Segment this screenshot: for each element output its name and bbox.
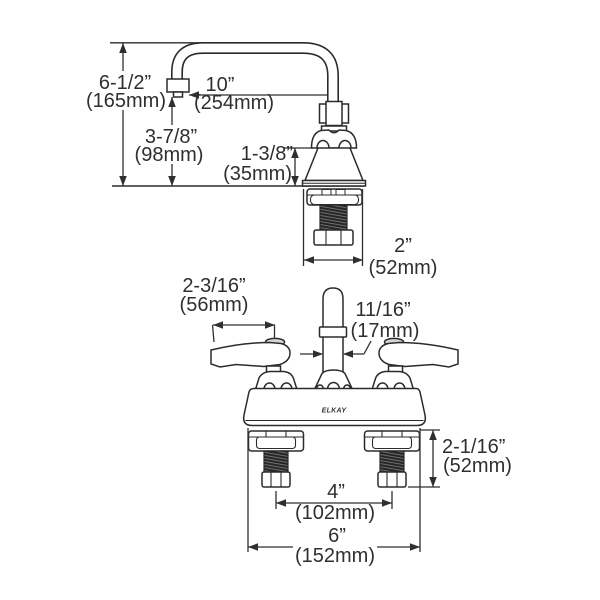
arrow-left bbox=[189, 91, 199, 99]
label-handle-reach-in: 2-3/16” bbox=[182, 275, 245, 297]
arrow-right bbox=[265, 321, 275, 329]
dim-base-width-line bbox=[247, 428, 421, 552]
arrow-up bbox=[429, 430, 437, 440]
deck-plate bbox=[301, 179, 367, 187]
escutcheon-flange-side bbox=[306, 188, 363, 206]
brand-logo: ELKAY bbox=[322, 408, 348, 415]
label-base-width-mm: (152mm) bbox=[295, 545, 375, 567]
arrow-down bbox=[168, 176, 176, 186]
hex-nut bbox=[377, 471, 407, 488]
spout-base-flare bbox=[313, 369, 354, 391]
label-body-width-mm: (52mm) bbox=[369, 257, 438, 279]
arrow-down bbox=[429, 477, 437, 487]
arrow-left bbox=[304, 256, 314, 264]
threaded-shank bbox=[263, 450, 289, 473]
side-view-dimensions bbox=[119, 43, 364, 266]
left-handle bbox=[210, 337, 299, 391]
spout-mounting-nut bbox=[318, 100, 350, 132]
threaded-shank bbox=[379, 450, 405, 473]
label-under-deck-mm: (52mm) bbox=[443, 455, 512, 477]
label-spout-reach-mm: (254mm) bbox=[194, 92, 274, 114]
arrow-left bbox=[276, 499, 286, 507]
hex-nut bbox=[261, 471, 291, 488]
label-spout-height-in: 6-1/2” bbox=[99, 72, 151, 94]
front-view-dimensions bbox=[211, 321, 440, 552]
label-body-exposed-mm: (35mm) bbox=[223, 163, 292, 185]
spout-column bbox=[318, 287, 348, 372]
faucet-base bbox=[242, 387, 427, 427]
arrow-right bbox=[353, 256, 363, 264]
front-view-labels: 2-3/16” (56mm) 11/16” (17mm) 2-1/16” (52… bbox=[180, 275, 512, 567]
bonnet-cap bbox=[310, 129, 358, 149]
arrow-down bbox=[291, 176, 299, 186]
label-shank-centers-mm: (102mm) bbox=[295, 502, 375, 524]
arrow-right bbox=[313, 350, 323, 358]
dim-handle-reach-line bbox=[211, 324, 276, 343]
arrow-right bbox=[382, 499, 392, 507]
label-spout-height-mm: (165mm) bbox=[86, 90, 166, 112]
right-shank-assembly bbox=[363, 430, 421, 488]
label-spout-column-mm: (17mm) bbox=[351, 320, 420, 342]
label-handle-reach-mm: (56mm) bbox=[180, 294, 249, 316]
label-aerator-mm: (98mm) bbox=[135, 144, 204, 166]
arrow-left bbox=[248, 543, 258, 551]
label-base-width-in: 6” bbox=[328, 525, 346, 547]
side-view-labels: 6-1/2” (165mm) 10” (254mm) 3-7/8” (98mm)… bbox=[86, 72, 437, 279]
arrow-up bbox=[291, 148, 299, 158]
label-spout-reach-in: 10” bbox=[206, 74, 235, 96]
hex-nut-side bbox=[313, 229, 354, 246]
arrow-up bbox=[168, 97, 176, 107]
spout-tube bbox=[171, 42, 339, 112]
arrow-left bbox=[343, 350, 353, 358]
label-body-exposed-in: 1-3/8” bbox=[241, 143, 293, 165]
arrow-up bbox=[119, 43, 127, 53]
label-spout-column-in: 11/16” bbox=[355, 299, 410, 321]
right-handle bbox=[370, 337, 459, 391]
left-shank-assembly bbox=[247, 430, 305, 488]
dim-shank-centers-line bbox=[275, 491, 393, 509]
label-aerator-in: 3-7/8” bbox=[145, 126, 197, 148]
arrow-down bbox=[119, 176, 127, 186]
label-shank-centers-in: 4” bbox=[327, 481, 345, 503]
label-body-width-in: 2” bbox=[394, 235, 412, 257]
aerator bbox=[166, 78, 190, 98]
handle-lever bbox=[378, 341, 459, 368]
arrow-left bbox=[213, 321, 223, 329]
handle-lever bbox=[210, 341, 291, 368]
front-view bbox=[210, 287, 459, 488]
label-under-deck-in: 2-1/16” bbox=[442, 436, 505, 458]
threaded-shank-side bbox=[319, 204, 348, 231]
arrow-right bbox=[410, 543, 420, 551]
side-view bbox=[110, 42, 367, 246]
